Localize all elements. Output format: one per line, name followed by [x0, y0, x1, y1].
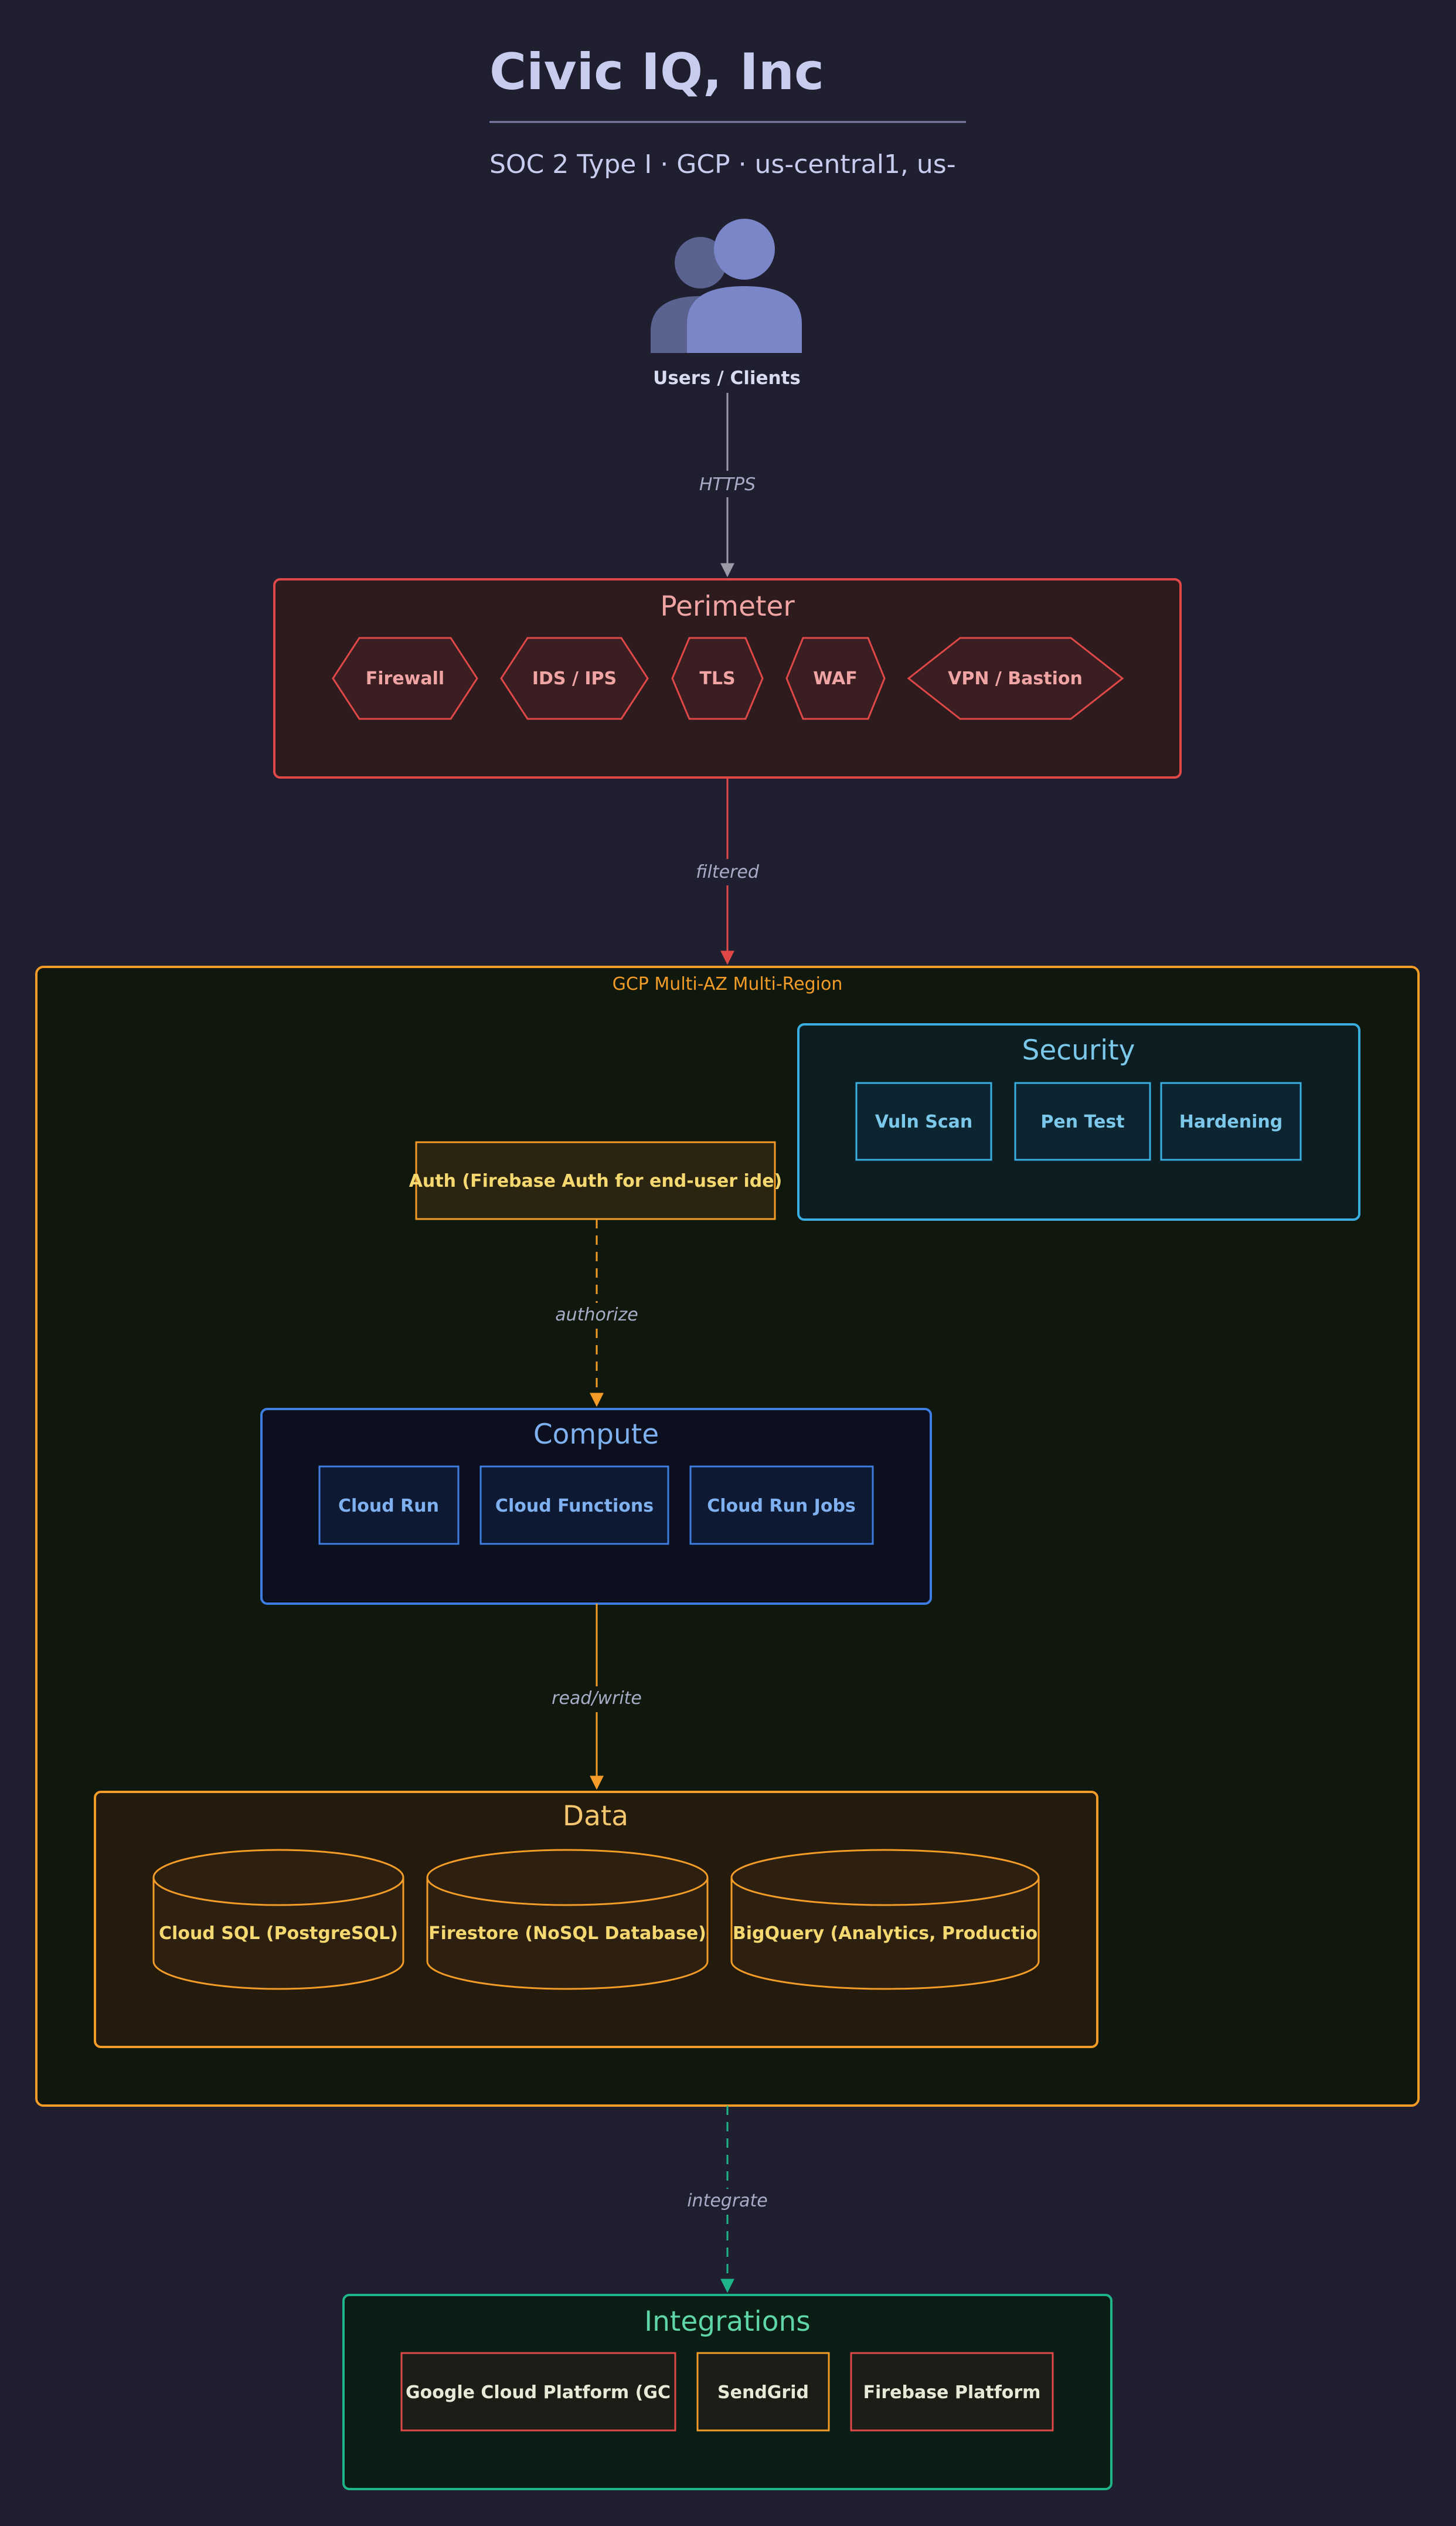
- users-label: Users / Clients: [653, 368, 801, 389]
- integrations-title: Integrations: [644, 2306, 810, 2338]
- edge-label-https: HTTPS: [699, 474, 756, 495]
- integration-sendgrid[interactable]: SendGrid: [696, 2352, 830, 2432]
- page-title: Civic IQ, Inc: [489, 43, 824, 101]
- data-cloud-sql-label: Cloud SQL (PostgreSQL): [159, 1923, 398, 1944]
- compute-title: Compute: [533, 1418, 659, 1451]
- security-hardening-label: Hardening: [1179, 1112, 1282, 1132]
- security-vuln-scan[interactable]: Vuln Scan: [855, 1082, 992, 1161]
- compute-cloud-run-label: Cloud Run: [338, 1496, 439, 1516]
- data-title: Data: [563, 1800, 628, 1832]
- perimeter-firewall[interactable]: Firewall: [332, 637, 478, 720]
- edge-label-read-write: read/write: [552, 1688, 642, 1709]
- security-hardening[interactable]: Hardening: [1160, 1082, 1302, 1161]
- users-icon: [651, 219, 802, 353]
- security-pen-test[interactable]: Pen Test: [1014, 1082, 1151, 1161]
- data-cloud-sql[interactable]: Cloud SQL (PostgreSQL): [152, 1849, 404, 1990]
- integration-google-cloud-platform-label: Google Cloud Platform (GC: [406, 2382, 671, 2403]
- perimeter-title: Perimeter: [660, 590, 795, 623]
- data-bigquery-label: BigQuery (Analytics, Productio: [733, 1923, 1037, 1944]
- perimeter-vpn-bastion[interactable]: VPN / Bastion: [907, 637, 1124, 720]
- compute-cloud-functions-label: Cloud Functions: [495, 1496, 654, 1516]
- perimeter-firewall-label: Firewall: [366, 668, 444, 689]
- page-subtitle: SOC 2 Type I · GCP · us-central1, us-: [489, 150, 956, 179]
- integration-sendgrid-label: SendGrid: [717, 2382, 809, 2403]
- perimeter-tls-label: TLS: [699, 668, 735, 689]
- edge-label-filtered: filtered: [696, 862, 760, 882]
- perimeter-waf[interactable]: WAF: [785, 637, 886, 720]
- security-pen-test-label: Pen Test: [1040, 1112, 1124, 1132]
- data-bigquery[interactable]: BigQuery (Analytics, Productio: [730, 1849, 1040, 1990]
- perimeter-ids-ips-label: IDS / IPS: [532, 668, 617, 689]
- perimeter-vpn-bastion-label: VPN / Bastion: [948, 668, 1083, 689]
- compute-cloud-run-jobs[interactable]: Cloud Run Jobs: [689, 1465, 874, 1545]
- compute-cloud-functions[interactable]: Cloud Functions: [479, 1465, 669, 1545]
- perimeter-tls[interactable]: TLS: [671, 637, 764, 720]
- edge-label-integrate: integrate: [687, 2191, 768, 2211]
- edge-label-authorize: authorize: [555, 1305, 638, 1325]
- integration-google-cloud-platform[interactable]: Google Cloud Platform (GC: [400, 2352, 676, 2432]
- perimeter-ids-ips[interactable]: IDS / IPS: [500, 637, 649, 720]
- security-vuln-scan-label: Vuln Scan: [875, 1112, 973, 1132]
- region-label: GCP Multi-AZ Multi-Region: [613, 974, 843, 994]
- security-title: Security: [1022, 1034, 1135, 1067]
- auth-node-label: Auth (Firebase Auth for end-user ide): [409, 1171, 783, 1191]
- compute-cloud-run[interactable]: Cloud Run: [318, 1465, 460, 1545]
- integration-firebase-platform[interactable]: Firebase Platform: [850, 2352, 1054, 2432]
- compute-cloud-run-jobs-label: Cloud Run Jobs: [707, 1496, 856, 1516]
- data-firestore-label: Firestore (NoSQL Database): [428, 1923, 706, 1944]
- perimeter-waf-label: WAF: [813, 668, 857, 689]
- data-firestore[interactable]: Firestore (NoSQL Database): [426, 1849, 709, 1990]
- auth-node[interactable]: Auth (Firebase Auth for end-user ide): [409, 1141, 783, 1220]
- integration-firebase-platform-label: Firebase Platform: [863, 2382, 1041, 2403]
